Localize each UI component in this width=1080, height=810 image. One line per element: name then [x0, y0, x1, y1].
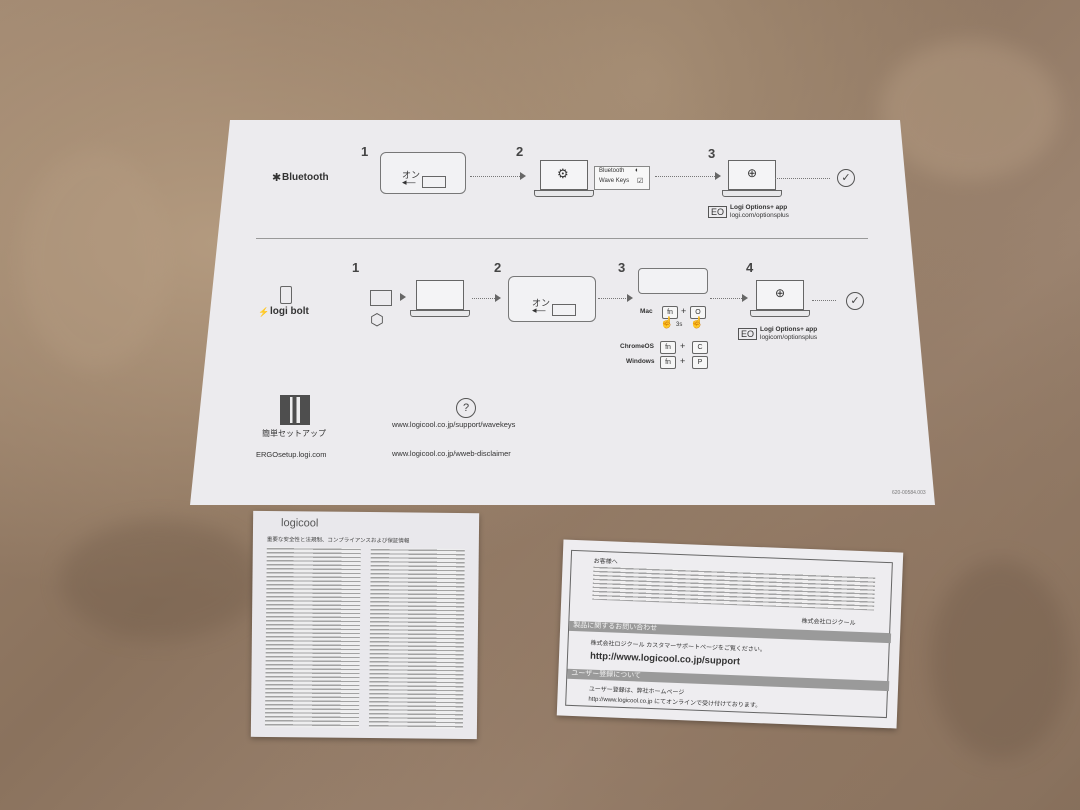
setup-instruction-sheet: ✱ Bluetooth 1 オン ◂— 2 ⚙ Bluetooth ◐ Wave…: [190, 120, 935, 505]
plus-sign: +: [681, 306, 687, 316]
disclaimer-url: www.logicool.co.jp/wweb-disclaimer: [392, 449, 511, 458]
card-support-url: http://www.logicool.co.jp/support: [589, 650, 741, 668]
chromeos-label: ChromeOS: [620, 343, 654, 350]
o-key: O: [690, 306, 706, 319]
plus-sign: +: [680, 341, 686, 351]
gear-icon: ⚙: [557, 166, 569, 181]
options-app-label: Logi Options+ app: [730, 204, 788, 211]
checkmark-icon: ✓: [846, 292, 864, 310]
fabric-fold: [20, 150, 170, 370]
bolt-step-1: 1: [352, 260, 360, 275]
qr-caption: 簡単セットアップ: [262, 429, 326, 438]
arrow-icon: [742, 294, 748, 302]
bolt-step-3: 3: [618, 260, 626, 275]
package-icon: ⬡: [370, 312, 384, 329]
flow-dots: [598, 298, 628, 299]
bt-step-3: 3: [708, 146, 716, 161]
settings-panel: Bluetooth ◐ Wave Keys ☑: [594, 166, 650, 190]
switch-icon: [422, 176, 446, 188]
bluetooth-label: Bluetooth: [282, 172, 329, 183]
keyboard-top-illustration: [638, 268, 708, 294]
flow-dots: [472, 298, 497, 299]
safety-booklet: logicool 重要な安全性と法規制、コンプライアンスおよび保証情報: [250, 510, 480, 740]
flow-dots: [655, 176, 715, 177]
arrow-icon: [520, 172, 526, 180]
usb-receiver-icon: [280, 286, 292, 304]
bolt-step-2: 2: [494, 260, 502, 275]
app-icon: EO: [708, 206, 728, 218]
options-app-label: Logi Options+ app: [760, 326, 818, 333]
mac-label: Mac: [640, 308, 653, 315]
bt-step-1: 1: [361, 144, 369, 159]
on-label: オン: [402, 170, 421, 180]
help-icon: ?: [456, 398, 476, 418]
card-border: お客様へ 株式会社ロジクール 製品に関するお問い合わせ 株式会社ロジクール カス…: [565, 549, 893, 719]
download-icon: ⊕: [775, 286, 786, 300]
fn-key: fn: [660, 356, 676, 369]
windows-label: Windows: [626, 358, 655, 365]
bolt-label: logi bolt: [270, 306, 309, 317]
qr-code: [280, 395, 310, 425]
flow-dots: [812, 300, 836, 301]
checkbox-icon: ☑: [637, 178, 644, 185]
booklet-text-left: [264, 546, 361, 728]
fabric-fold: [60, 520, 260, 640]
switch-icon: [552, 304, 576, 316]
fn-key: fn: [660, 341, 676, 354]
toggle-switch-icon: ◐: [635, 167, 640, 174]
hand-press-icon: ☝: [660, 317, 674, 329]
support-url: www.logicool.co.jp/support/wavekeys: [392, 420, 516, 429]
card-signoff: 株式会社ロジクール: [801, 618, 856, 627]
fabric-fold: [930, 560, 1070, 760]
receiver-box-icon: [370, 290, 392, 306]
laptop-illustration: ⚙: [534, 160, 594, 198]
card-body-text: [592, 565, 876, 611]
flow-dots: [470, 176, 520, 177]
part-number: 620-00584.003: [892, 490, 926, 496]
flow-dots: [775, 178, 830, 179]
toggle-bluetooth-label: Bluetooth: [599, 168, 625, 174]
bluetooth-icon: ✱: [272, 172, 282, 184]
arrow-icon: [715, 172, 721, 180]
arrow-icon: [495, 294, 501, 302]
hand-press-icon: ☝: [690, 317, 704, 329]
registration-line-2: http://www.logicool.co.jp にてオンラインで受け付けてお…: [588, 696, 762, 710]
ergo-url: ERGOsetup.logi.com: [256, 450, 327, 459]
section-support-title: 製品に関するお問い合わせ: [573, 621, 658, 633]
p-key: P: [692, 356, 708, 369]
hold-duration: 3s: [676, 322, 683, 328]
options-url: logicom/optionsplus: [760, 334, 818, 341]
download-icon: ⊕: [747, 166, 758, 180]
flow-dots: [710, 298, 742, 299]
checkmark-icon: ✓: [837, 169, 855, 187]
booklet-heading: 重要な安全性と法規制、コンプライアンスおよび保証情報: [266, 536, 410, 545]
section-divider: [256, 238, 868, 239]
support-card: お客様へ 株式会社ロジクール 製品に関するお問い合わせ 株式会社ロジクール カス…: [556, 539, 904, 729]
laptop-download-illustration: ⊕: [722, 160, 782, 198]
bt-step-2: 2: [516, 144, 524, 159]
laptop-illustration: [410, 280, 470, 318]
section-registration-title: ユーザー登録について: [571, 669, 642, 680]
arrow-left-icon: ◂—: [532, 305, 546, 315]
fabric-fold: [880, 40, 1060, 180]
arrow-left-icon: ◂—: [402, 177, 416, 187]
arrow-icon: [400, 293, 406, 301]
app-icon: EO: [738, 328, 758, 340]
toggle-wave-keys-label: Wave Keys: [599, 178, 630, 184]
booklet-brand: logicool: [280, 517, 319, 530]
plus-sign: +: [680, 356, 686, 366]
bolt-step-4: 4: [746, 260, 754, 275]
options-url: logi.com/optionsplus: [730, 212, 789, 219]
on-label: オン: [532, 298, 551, 308]
fn-key: fn: [662, 306, 678, 319]
laptop-download-illustration: ⊕: [750, 280, 810, 318]
help-symbol: ?: [462, 402, 470, 414]
bolt-logo-icon: ⚡: [258, 307, 270, 317]
c-key: C: [692, 341, 708, 354]
card-salutation: お客様へ: [593, 558, 618, 566]
arrow-icon: [627, 294, 633, 302]
booklet-text-right: [368, 548, 465, 730]
